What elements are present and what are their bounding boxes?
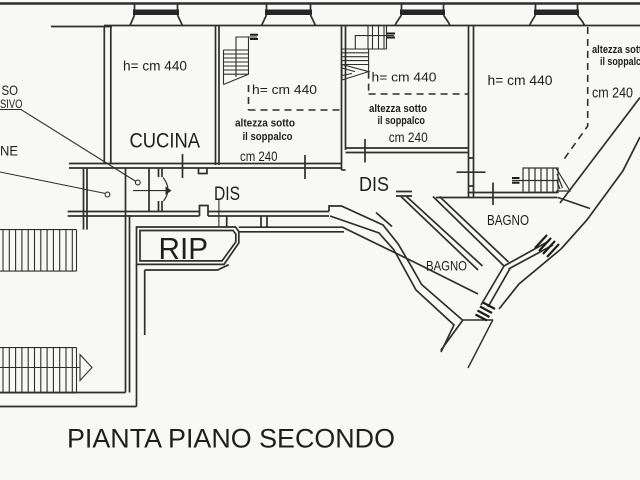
svg-text:CUCINA: CUCINA: [130, 129, 201, 153]
svg-text:cm 240: cm 240: [240, 149, 278, 164]
svg-text:h= cm 440: h= cm 440: [123, 59, 187, 74]
svg-text:cm 240: cm 240: [389, 130, 428, 145]
svg-text:il soppalc: il soppalc: [600, 56, 640, 68]
svg-text:h= cm 440: h= cm 440: [488, 73, 553, 88]
svg-text:RIP: RIP: [159, 231, 209, 266]
svg-text:SO: SO: [2, 83, 19, 98]
svg-text:h= cm 440: h= cm 440: [252, 82, 317, 97]
svg-text:il soppalco: il soppalco: [243, 131, 293, 143]
svg-text:SIVO: SIVO: [0, 99, 23, 111]
svg-text:DIS: DIS: [359, 173, 389, 196]
svg-text:DIS: DIS: [214, 183, 240, 205]
svg-text:cm 240: cm 240: [592, 86, 633, 102]
svg-text:BAGNO: BAGNO: [487, 213, 529, 229]
svg-text:altezza sotto: altezza sotto: [235, 118, 295, 130]
svg-text:h= cm 440: h= cm 440: [372, 70, 437, 85]
svg-text:BAGNO: BAGNO: [426, 258, 467, 274]
svg-text:PIANTA PIANO SECONDO: PIANTA PIANO SECONDO: [67, 424, 395, 454]
svg-text:il soppalco: il soppalco: [378, 115, 426, 127]
svg-text:altezza sotto: altezza sotto: [369, 103, 427, 115]
svg-text:altezza sott: altezza sott: [592, 44, 640, 56]
svg-text:NE: NE: [0, 143, 18, 159]
